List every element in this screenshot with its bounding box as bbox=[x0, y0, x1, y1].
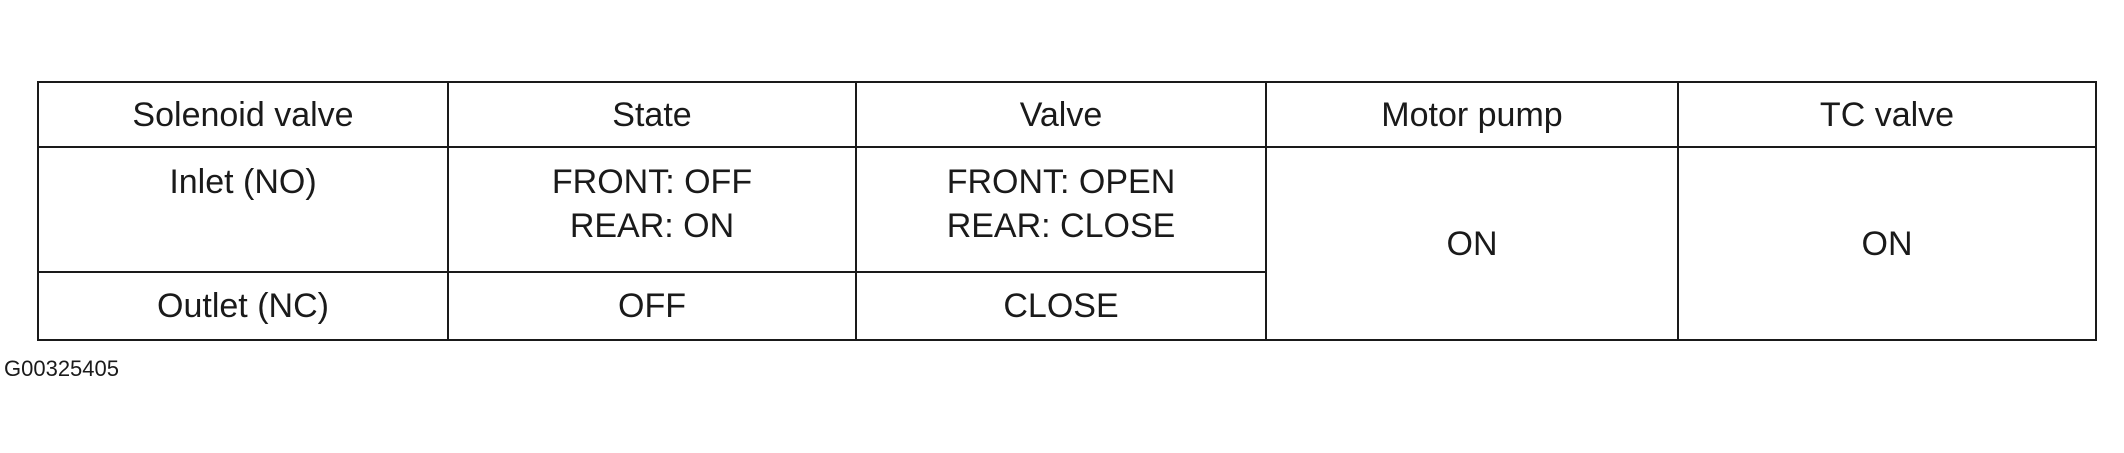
cell-motor-pump: ON bbox=[1265, 146, 1679, 341]
header-valve: Valve bbox=[855, 81, 1267, 148]
header-tc-valve: TC valve bbox=[1677, 81, 2097, 148]
figure-id: G00325405 bbox=[4, 356, 119, 381]
solenoid-valve-table-container: Solenoid valve State Valve Motor pump TC… bbox=[37, 81, 2097, 341]
solenoid-valve-table: Solenoid valve State Valve Motor pump TC… bbox=[37, 81, 2097, 341]
header-state: State bbox=[447, 81, 857, 148]
inlet-state-rear: REAR: ON bbox=[569, 207, 735, 245]
cell-inlet-state: FRONT: OFF REAR: ON bbox=[447, 146, 857, 273]
table-row-inlet: Inlet (NO) FRONT: OFF REAR: ON FRONT: OP… bbox=[37, 146, 2097, 341]
inlet-valve-front: FRONT: OPEN bbox=[946, 163, 1176, 201]
table-row-outlet: Outlet (NC) OFF CLOSE bbox=[37, 271, 2096, 341]
header-motor-pump: Motor pump bbox=[1265, 81, 1679, 148]
header-solenoid-valve: Solenoid valve bbox=[37, 81, 449, 148]
inlet-solenoid-label: Inlet (NO) bbox=[169, 163, 317, 201]
cell-outlet-solenoid: Outlet (NC) bbox=[37, 271, 449, 341]
table-header-row: Solenoid valve State Valve Motor pump TC… bbox=[37, 81, 2097, 148]
cell-outlet-state: OFF bbox=[447, 271, 857, 341]
cell-inlet-solenoid: Inlet (NO) bbox=[37, 146, 449, 273]
cell-tc-valve: ON bbox=[1677, 146, 2097, 341]
cell-outlet-valve: CLOSE bbox=[855, 271, 1267, 341]
cell-inlet-valve: FRONT: OPEN REAR: CLOSE bbox=[855, 146, 1267, 273]
inlet-state-front: FRONT: OFF bbox=[551, 163, 753, 201]
inlet-valve-rear: REAR: CLOSE bbox=[946, 207, 1176, 245]
